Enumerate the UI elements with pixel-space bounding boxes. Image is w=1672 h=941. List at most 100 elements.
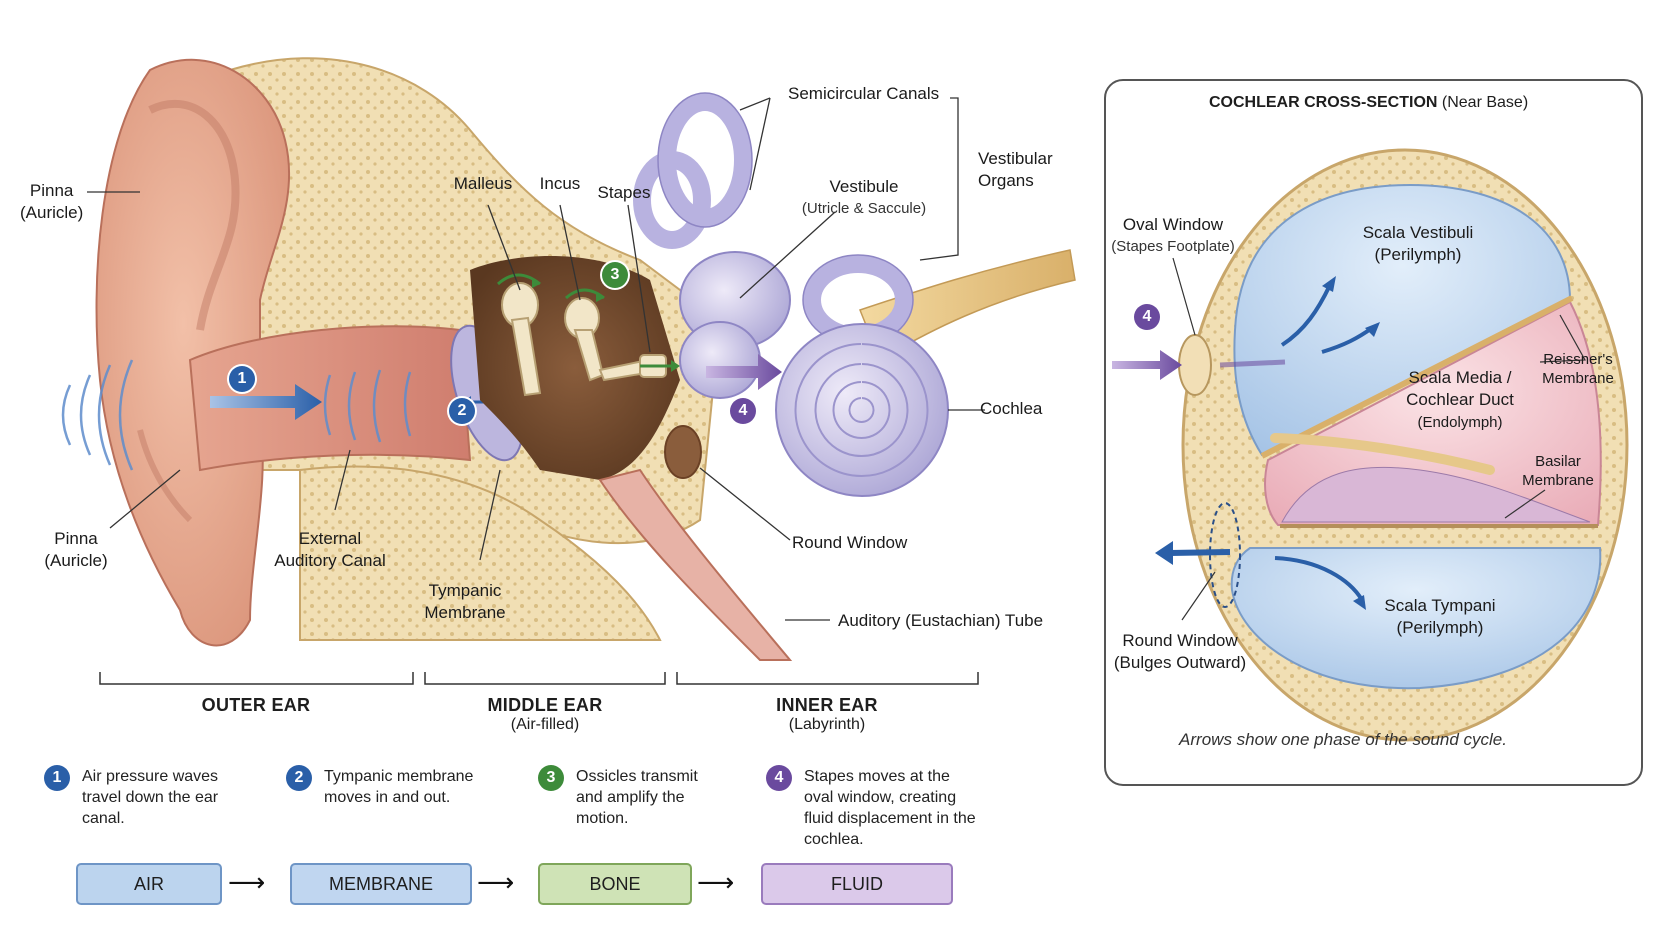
external-canal-label: External Auditory Canal [274,528,386,572]
scala-vestibuli-shape [1233,183,1572,457]
ossicles [501,282,667,397]
scala-media-shape [1264,300,1602,526]
inset-step-4-badge: 4 [1134,304,1160,330]
step-2-text: Tympanic membrane moves in and out. [324,768,474,806]
outer-ear-title: OUTER EAR [201,695,311,715]
pinna-bottom-sub: (Auricle) [44,551,108,570]
step-4-num: 4 [766,765,792,791]
fluid-arrow [706,354,782,390]
air-arrow [210,384,322,420]
tympanic-text-2: Membrane [424,603,506,622]
vestibule-label: Vestibule (Utricle & Saccule) [802,176,926,220]
scala-media-label: Scala Media / Cochlear Duct (Endolymph) [1406,367,1514,434]
step-1-num: 1 [44,765,70,791]
reissners-text-1: Reissner's [1543,351,1613,368]
semicircular-canals-label: Semicircular Canals [788,84,940,103]
round-window-inset-text: Round Window [1122,631,1238,650]
flow-fluid: FLUID [761,863,953,905]
scala-vestibuli-label: Scala Vestibuli (Perilymph) [1363,222,1474,266]
inner-ear-sub: (Labyrinth) [788,716,866,733]
step-2-badge: 2 [449,398,475,424]
flow-membrane: MEMBRANE [290,863,472,905]
leader-lines [87,97,985,621]
step-4: 4 Stapes moves at the oval window, creat… [766,765,1006,865]
step-3: 3 Ossicles transmit and amplify the moti… [538,765,768,855]
flow-bone: BONE [538,863,692,905]
inset-caption: Arrows show one phase of the sound cycle… [1179,730,1507,749]
step-3-num: 3 [538,765,564,791]
stapes-label: Stapes [597,183,651,202]
pinna-top-label: Pinna (Auricle) [20,180,83,224]
vestibular-text-2: Organs [978,171,1034,190]
scala-media-text-2: Cochlear Duct [1406,390,1514,409]
step-1-text: Air pressure waves travel down the ear c… [82,768,219,827]
vestibular-organs-label: Vestibular Organs [978,148,1053,192]
oval-window-shape [1178,334,1212,396]
basilar-text-1: Basilar [1535,453,1581,470]
step-4-badge: 4 [730,398,756,424]
step-2: 2 Tympanic membrane moves in and out. [286,765,516,855]
step-1-badge: 1 [229,366,255,392]
scala-media-text-1: Scala Media / [1408,368,1512,387]
basilar-membrane-label: Basilar Membrane [1522,452,1594,490]
scala-vestibuli-text: Scala Vestibuli [1362,223,1474,242]
malleus-label: Malleus [453,174,513,193]
vestibule-sub: (Utricle & Saccule) [801,200,927,217]
incus-label: Incus [539,174,581,193]
flow-arrow-icon: ⟶ [697,867,735,897]
pinna-top-sub: (Auricle) [20,203,84,222]
reissners-label: Reissner's Membrane [1542,350,1614,388]
middle-ear-section: MIDDLE EAR (Air-filled) [488,695,603,734]
tectorial [1270,433,1495,475]
auditory-nerve [859,249,1076,362]
external-canal-text-2: Auditory Canal [274,551,386,570]
scala-tympani-shape [1230,547,1602,690]
tympanic-text-1: Tympanic [428,581,502,600]
oval-window-text: Oval Window [1122,215,1224,234]
step-1: 1 Air pressure waves travel down the ear… [44,765,274,855]
oval-window-sub: (Stapes Footplate) [1111,238,1235,255]
middle-ear-sub: (Air-filled) [510,716,580,733]
inset-title: COCHLEAR CROSS-SECTION (Near Base) [1209,94,1528,112]
inner-ear-section: INNER EAR (Labyrinth) [776,695,878,734]
cochlea-shape [775,323,949,497]
round-window-shape [664,425,702,479]
tympanic-membrane-label: Tympanic Membrane [424,580,505,624]
cochlea-label: Cochlea [980,399,1043,418]
flow-air: AIR [76,863,222,905]
eustachian-tube-label: Auditory (Eustachian) Tube [838,611,1044,630]
ear-canal [188,325,472,472]
round-window-label: Round Window [792,533,908,552]
reissners-membrane-line [1260,295,1574,459]
step-3-text: Ossicles transmit and amplify the motion… [576,768,698,827]
sound-waves [61,359,412,471]
flow-arrow-icon: ⟶ [228,867,266,897]
scala-tympani-label: Scala Tympani (Perilymph) [1384,595,1495,639]
external-canal-text-1: External [298,529,362,548]
eustachian-tube [598,468,793,661]
scala-media-sub: (Endolymph) [1417,414,1503,431]
vestibule-text: Vestibule [829,177,899,196]
middle-ear-title: MIDDLE EAR [487,695,603,715]
scala-tympani-text: Scala Tympani [1384,596,1496,615]
oval-window-label: Oval Window (Stapes Footplate) [1111,214,1234,258]
outer-ear-section: OUTER EAR [202,695,311,716]
inner-ear-title: INNER EAR [776,695,878,715]
round-window-inset-label: Round Window (Bulges Outward) [1114,630,1246,674]
step-2-num: 2 [286,765,312,791]
inset-title-rest: (Near Base) [1437,94,1529,111]
scala-vestibuli-sub: (Perilymph) [1374,245,1462,264]
flow-arrow-icon: ⟶ [477,867,515,897]
scala-tympani-sub: (Perilymph) [1396,618,1484,637]
pinna-bottom-text: Pinna [54,529,98,548]
inset-title-bold: COCHLEAR CROSS-SECTION [1209,94,1438,111]
lower-bone [299,465,662,641]
step-3-badge: 3 [602,262,628,288]
basilar-text-2: Membrane [1522,472,1594,489]
step-4-text: Stapes moves at the oval window, creatin… [804,768,976,848]
pinna-top-text: Pinna [29,181,74,200]
organ-of-corti [1281,466,1591,523]
round-window-inset-sub: (Bulges Outward) [1113,653,1247,672]
vestibular-text-1: Vestibular [978,149,1053,168]
